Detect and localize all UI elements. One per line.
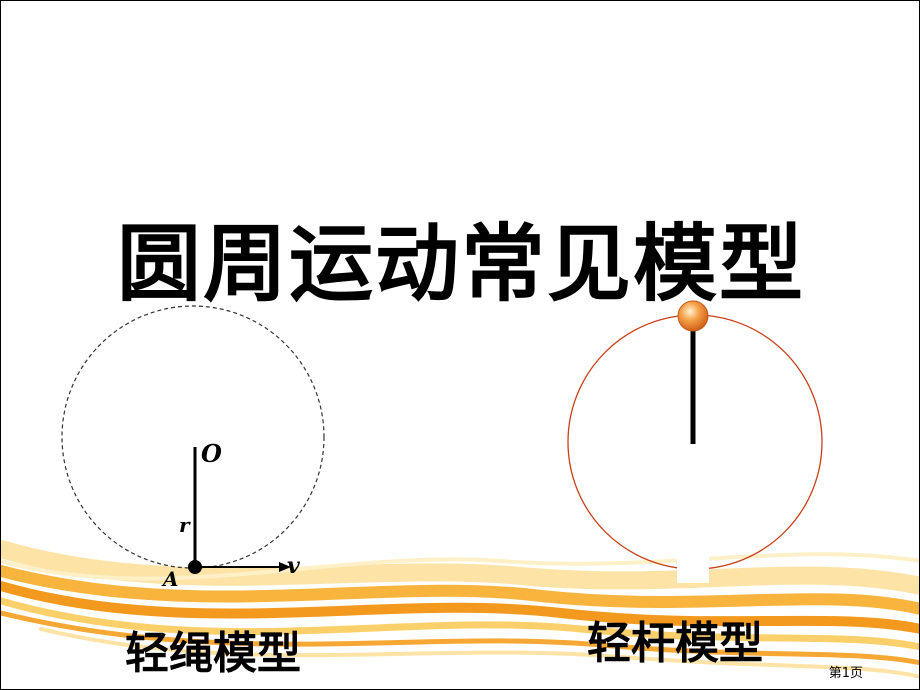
label-velocity-v: v <box>287 553 300 579</box>
rope-model-caption: 轻绳模型 <box>125 628 301 679</box>
rope-model-diagram <box>61 305 325 574</box>
ball-icon <box>677 300 709 332</box>
label-radius-r: r <box>179 513 190 537</box>
slide-title: 圆周运动常见模型 <box>116 215 805 313</box>
label-center-o: O <box>201 439 222 468</box>
rod-model-caption: 轻杆模型 <box>587 618 763 669</box>
rope-dashed-circle <box>61 305 325 569</box>
wave-decoration <box>1 540 919 679</box>
page-number: 第1页 <box>828 666 863 681</box>
velocity-arrowhead <box>279 562 291 572</box>
point-a-dot <box>188 560 202 574</box>
rod-model-diagram <box>567 300 823 583</box>
label-point-a: A <box>163 567 179 591</box>
rod-pivot-gap <box>677 541 709 583</box>
